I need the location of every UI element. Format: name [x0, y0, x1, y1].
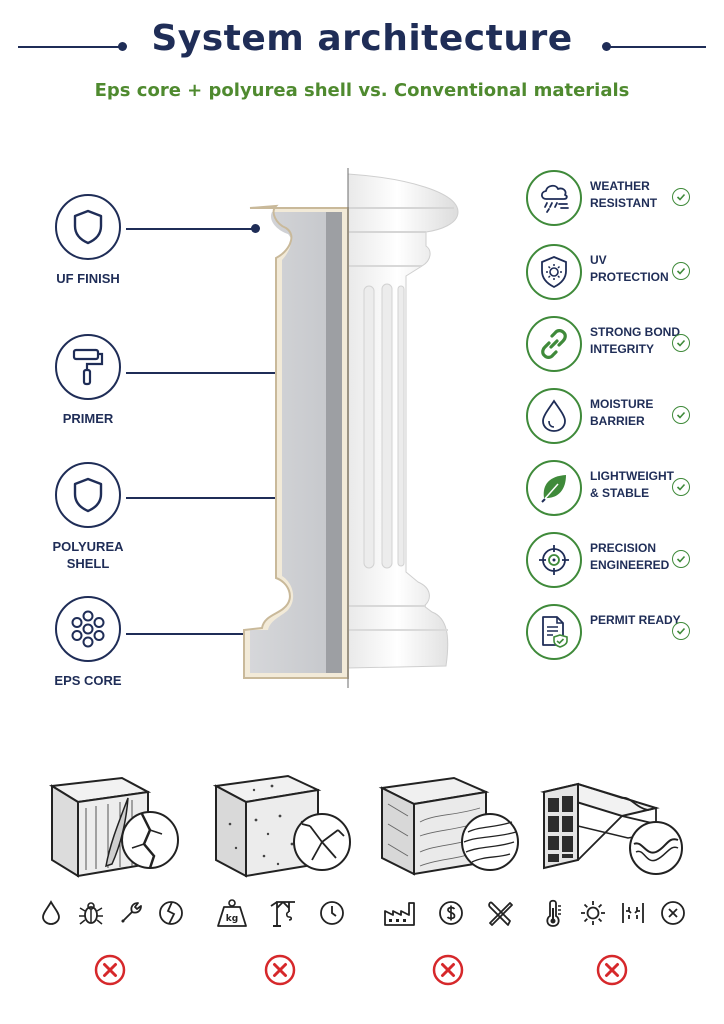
- material-concrete: kg: [206, 764, 356, 1004]
- feature-permit-ready: PERMIT READY: [526, 604, 706, 664]
- sun-shield-icon: [541, 256, 567, 289]
- feature-label: UV PROTECTION: [590, 253, 669, 284]
- header: System architecture: [0, 18, 724, 78]
- feature-icon-circle: [526, 460, 582, 516]
- x-circle-icon: [264, 954, 296, 986]
- x-circle-icon: [661, 901, 685, 925]
- feature-label: PERMIT READY: [590, 613, 681, 627]
- sun-icon: [581, 901, 605, 925]
- wood-block-illustration: [49, 776, 179, 878]
- layer-label: UF FINISH: [56, 271, 120, 286]
- factory-icon: [384, 902, 416, 926]
- title-rule-left: [18, 46, 120, 48]
- layer-label: EPS CORE: [54, 673, 122, 688]
- material-stone: [374, 764, 524, 1004]
- material-issue-icons: [538, 898, 688, 928]
- material-issue-icons: [36, 898, 186, 928]
- layer-uf-finish: UF FINISH: [48, 194, 128, 287]
- layer-icon-circle: [55, 596, 121, 662]
- document-check-icon: [542, 616, 568, 648]
- feature-label: WEATHER RESISTANT: [590, 179, 658, 210]
- water-drop-icon: [542, 399, 566, 432]
- page-title: System architecture: [151, 18, 573, 59]
- page-subtitle: Eps core + polyurea shell vs. Convention…: [94, 80, 630, 101]
- thermometer-icon: [546, 899, 561, 927]
- stone-block-illustration: [378, 776, 519, 876]
- check-icon: [672, 406, 690, 424]
- layer-primer: PRIMER: [48, 334, 128, 427]
- check-icon: [672, 188, 690, 206]
- layer-polyurea-shell: POLYUREA SHELL: [48, 462, 128, 572]
- paint-roller-icon: [72, 348, 104, 386]
- feature-lightweight-stable: LIGHTWEIGHT & STABLE: [526, 460, 706, 520]
- feature-label: LIGHTWEIGHT & STABLE: [590, 469, 674, 500]
- feature-icon-circle: [526, 316, 582, 372]
- layer-label: POLYUREA SHELL: [52, 539, 124, 571]
- feature-icon-circle: [526, 244, 582, 300]
- layer-eps-core: EPS CORE: [48, 596, 128, 689]
- layer-icon-circle: [55, 194, 121, 260]
- crosshair-icon: [539, 545, 569, 575]
- material-issue-icons: kg: [206, 898, 356, 928]
- material-wood: [36, 764, 186, 1004]
- feature-label: STRONG BOND INTEGRITY: [590, 325, 680, 356]
- leader-line-polyurea-shell: [126, 497, 296, 499]
- pvc-profile-illustration: [540, 782, 683, 875]
- leader-line-eps-core: [126, 633, 310, 635]
- column-cross-section-illustration: [243, 168, 459, 688]
- layer-label: PRIMER: [62, 411, 114, 426]
- x-circle-icon: [432, 954, 464, 986]
- feature-weather-resistant: WEATHER RESISTANT: [526, 170, 706, 230]
- expansion-icon: [622, 903, 644, 923]
- chain-link-icon: [541, 329, 567, 359]
- feature-icon-circle: [526, 604, 582, 660]
- x-circle-icon: [596, 954, 628, 986]
- cloud-rain-icon: [540, 184, 569, 213]
- wrench-icon: [121, 902, 142, 923]
- concrete-block-illustration: [212, 774, 351, 878]
- feature-label: MOISTURE BARRIER: [590, 397, 654, 428]
- weight-kg-icon: kg: [217, 899, 248, 927]
- feature-precision-engineered: PRECISION ENGINEERED: [526, 532, 706, 592]
- leader-line-primer: [126, 372, 292, 374]
- clock-icon: [319, 901, 344, 925]
- dollar-icon: [439, 901, 463, 925]
- crane-icon: [270, 901, 295, 927]
- feature-moisture-barrier: MOISTURE BARRIER: [526, 388, 706, 448]
- layer-icon-circle: [55, 334, 121, 400]
- check-icon: [672, 334, 690, 352]
- check-icon: [672, 478, 690, 496]
- material-issue-icons: [374, 898, 524, 928]
- bead-cluster-icon: [71, 610, 105, 648]
- feature-icon-circle: [526, 170, 582, 226]
- leader-dot-uf-finish: [251, 224, 260, 233]
- shield-icon: [73, 209, 103, 245]
- check-icon: [672, 550, 690, 568]
- leader-line-uf-finish: [126, 228, 254, 230]
- water-drop-icon: [42, 900, 60, 925]
- check-icon: [672, 262, 690, 280]
- x-circle-icon: [94, 954, 126, 986]
- tools-icon: [487, 901, 513, 926]
- crack-icon: [159, 901, 183, 925]
- feature-strong-bond-integrity: STRONG BOND INTEGRITY: [526, 316, 706, 376]
- layer-icon-circle: [55, 462, 121, 528]
- weight-label: kg: [226, 914, 238, 924]
- check-icon: [672, 622, 690, 640]
- feature-label: PRECISION ENGINEERED: [590, 541, 670, 572]
- material-pvc: [538, 764, 688, 1004]
- shield-icon: [73, 477, 103, 513]
- feature-uv-protection: UV PROTECTION: [526, 244, 706, 304]
- title-rule-dot-left: [118, 42, 127, 51]
- feature-icon-circle: [526, 532, 582, 588]
- bug-icon: [79, 902, 103, 925]
- leaf-icon: [541, 475, 566, 503]
- title-rule-right: [606, 46, 706, 48]
- feature-icon-circle: [526, 388, 582, 444]
